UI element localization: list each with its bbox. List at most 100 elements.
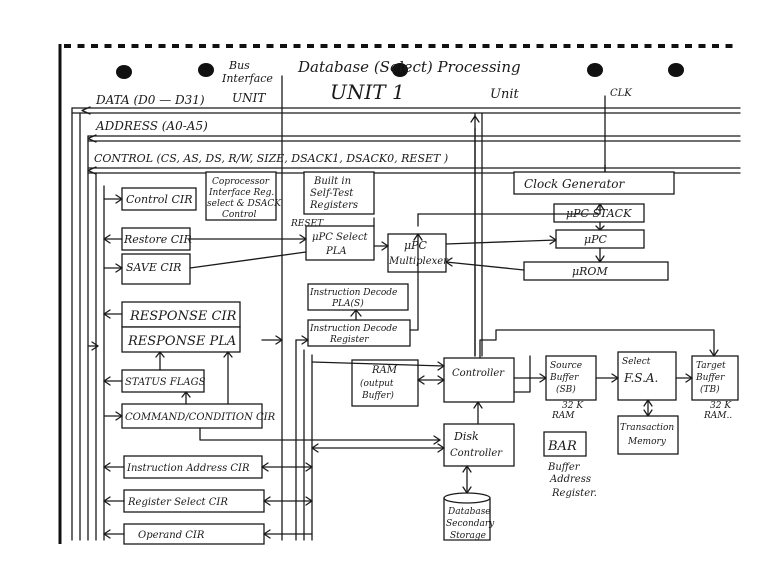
- coproc-label-2: Interface Reg.: [208, 188, 274, 198]
- perforation-dash: [118, 44, 125, 48]
- instruction-address-cir-label: Instruction Address CIR: [126, 463, 250, 474]
- fsa-label-2: F.S.A.: [623, 371, 658, 385]
- controller-block: [443, 357, 515, 403]
- page-title: Database (Select) Processing: [297, 58, 521, 76]
- bus-interface-label-2: Interface: [221, 72, 273, 85]
- binder-hole: [392, 63, 408, 77]
- urom-block: [523, 261, 669, 281]
- perforation-dash: [550, 44, 557, 48]
- perforation-dash: [658, 44, 665, 48]
- perforation-dash: [563, 44, 571, 48]
- target-size-label-2: RAM..: [703, 411, 732, 421]
- perforation-dash: [469, 44, 476, 48]
- bist-label-3: Registers: [309, 200, 358, 211]
- target-buffer-label-1: Target: [696, 361, 726, 371]
- perforation-dash: [442, 44, 449, 48]
- target-size-label-1: 32 K: [710, 401, 732, 411]
- perforation-dash: [698, 44, 706, 48]
- target-buffer-label-2: Buffer: [695, 373, 725, 383]
- database-secondary-storage: [443, 492, 491, 541]
- clk-label: CLK: [610, 88, 632, 99]
- binder-hole: [587, 63, 603, 77]
- upc-multiplexer-block: [387, 233, 447, 273]
- transaction-memory-label-2: Memory: [627, 437, 667, 447]
- response-pla-block: [121, 326, 241, 353]
- clock-generator-label: Clock Generator: [524, 177, 626, 191]
- perforation-dash: [685, 44, 692, 48]
- perforation-dash: [212, 44, 220, 48]
- instr-decode-pla-label-2: PLA(S): [331, 298, 364, 309]
- perforation-dash: [104, 44, 112, 48]
- source-size-label-1: 32 K: [562, 401, 584, 411]
- db-storage-label-1: Database: [447, 507, 491, 517]
- perforation-dash: [577, 44, 584, 48]
- address-bus-label: ADDRESS (A0-A5): [95, 119, 208, 133]
- coprocessor-interface-block: [205, 171, 277, 221]
- fsa-label-1: Select: [622, 357, 651, 367]
- urom-label: μROM: [572, 265, 608, 278]
- perforation-dash: [64, 44, 71, 48]
- perforation-dash: [293, 44, 301, 48]
- perforation-dash: [77, 44, 85, 48]
- perforation-dash: [482, 44, 490, 48]
- perforation-dash: [631, 44, 638, 48]
- source-size-label-2: RAM: [551, 411, 575, 421]
- perforation-dash: [145, 44, 152, 48]
- bus-interface-label-1: Bus: [228, 59, 250, 72]
- reset-label: RESET: [290, 219, 324, 229]
- upc-select-label-2: PLA: [325, 246, 347, 257]
- perforation-dash: [226, 44, 233, 48]
- upc-stack-block: [553, 203, 645, 223]
- source-buffer-label-3: (SB): [556, 384, 576, 395]
- perforation-dash: [712, 44, 719, 48]
- upc-select-pla-block: [305, 225, 375, 261]
- disk-controller-label-1: Disk: [453, 430, 479, 443]
- perforation-dash: [280, 44, 287, 48]
- bar-desc-3: Register.: [551, 488, 597, 499]
- command-condition-cir-label: COMMAND/CONDITION CIR: [125, 412, 276, 423]
- upc-mux-label-1: μPC: [404, 239, 428, 252]
- source-buffer-label-1: Source: [550, 361, 582, 371]
- perforation-dash: [523, 44, 530, 48]
- perforation-dash: [374, 44, 382, 48]
- perforation-dashes: [64, 44, 733, 48]
- controller-label: Controller: [452, 368, 505, 379]
- perforation-dash: [91, 44, 98, 48]
- bist-block: [303, 171, 375, 215]
- register-select-cir-label: Register Select CIR: [127, 497, 228, 508]
- db-storage-label-2: Secondary: [446, 519, 495, 529]
- disk-controller-label-2: Controller: [450, 448, 503, 459]
- perforation-dash: [320, 44, 328, 48]
- perforation-dash: [172, 44, 179, 48]
- perforation-dash: [239, 44, 247, 48]
- data-bus-label: DATA (D0 — D31): [95, 93, 205, 107]
- binder-hole: [116, 65, 132, 79]
- perforation-dash: [455, 44, 463, 48]
- unit-1-heading: UNIT 1: [330, 80, 405, 104]
- target-buffer-label-3: (TB): [700, 384, 720, 395]
- perforation-dash: [185, 44, 193, 48]
- clock-generator-block: [513, 171, 675, 195]
- instruction-decode-pla-block: [307, 283, 409, 311]
- perforation-dash: [428, 44, 436, 48]
- transaction-memory-block: [617, 415, 679, 455]
- perforation-dash: [536, 44, 544, 48]
- perforation-dash: [509, 44, 517, 48]
- perforation-dash: [388, 44, 395, 48]
- response-pla-label: RESPONSE PLA: [127, 334, 236, 349]
- upc-select-label-1: μPC Select: [312, 232, 369, 243]
- binder-holes: [116, 63, 684, 79]
- ram-label-3: Buffer): [361, 390, 394, 401]
- perforation-dash: [604, 44, 611, 48]
- perforation-dash: [415, 44, 422, 48]
- ram-label-1: RAM: [371, 365, 398, 376]
- upc-label: μPC: [584, 233, 608, 246]
- perforation-dash: [590, 44, 598, 48]
- save-cir-label: SAVE CIR: [126, 261, 181, 274]
- binder-hole: [198, 63, 214, 77]
- transaction-memory-label-1: Transaction: [620, 423, 674, 433]
- control-cir-label: Control CIR: [126, 193, 192, 206]
- restore-cir-label: Restore CIR: [123, 233, 192, 246]
- unit-label: Unit: [490, 87, 519, 102]
